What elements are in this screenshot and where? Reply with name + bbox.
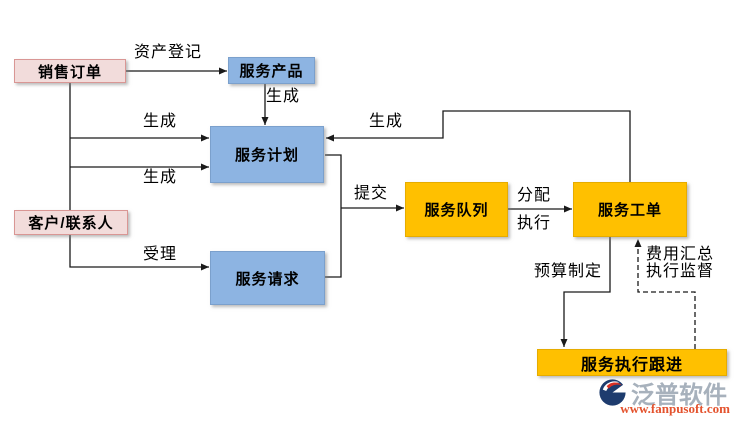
edge-customer-to-request bbox=[69, 235, 209, 271]
label-exec-supervise: 执行监督 bbox=[645, 263, 715, 280]
label-generate-product: 生成 bbox=[265, 88, 301, 105]
fanpu-logo-icon bbox=[599, 379, 628, 406]
label-budget: 预算制定 bbox=[533, 263, 603, 280]
edge-budget bbox=[560, 237, 611, 347]
fanpu-url-text: www.fanpusoft.com bbox=[620, 401, 730, 416]
edge-request-plan-join bbox=[325, 154, 342, 278]
label-accept: 受理 bbox=[142, 246, 178, 263]
node-service-workorder: 服务工单 bbox=[573, 182, 687, 237]
node-service-followup: 服务执行跟进 bbox=[537, 349, 727, 376]
label-generate-from-sales: 生成 bbox=[142, 113, 178, 130]
label-execute: 执行 bbox=[516, 215, 552, 232]
edge-cost-summary-dashed bbox=[634, 239, 696, 349]
node-service-plan: 服务计划 bbox=[210, 126, 324, 183]
label-generate-from-customer: 生成 bbox=[142, 169, 178, 186]
edge-workorder-feedback bbox=[326, 110, 631, 182]
fanpu-brand-text: 泛普软件 bbox=[631, 382, 727, 409]
node-customer-contact: 客户/联系人 bbox=[14, 210, 128, 235]
node-service-request: 服务请求 bbox=[210, 251, 325, 305]
node-sales-order: 销售订单 bbox=[14, 59, 126, 83]
label-asset-register: 资产登记 bbox=[133, 44, 203, 61]
label-generate-feedback: 生成 bbox=[368, 113, 404, 130]
label-assign: 分配 bbox=[516, 187, 552, 204]
label-cost-summary: 费用汇总 bbox=[645, 246, 715, 263]
node-service-queue: 服务队列 bbox=[405, 182, 508, 237]
node-service-product: 服务产品 bbox=[228, 57, 315, 84]
label-submit: 提交 bbox=[353, 185, 389, 202]
